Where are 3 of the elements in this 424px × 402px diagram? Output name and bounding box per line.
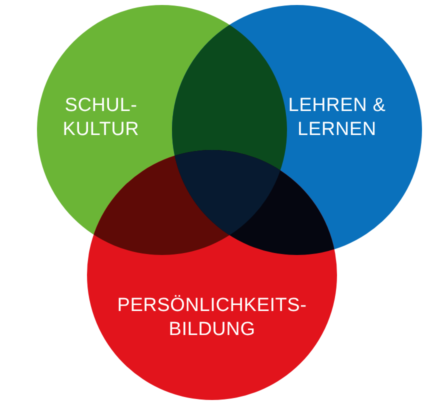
circle-label: PERSÖNLICHKEITS- BILDUNG xyxy=(116,294,308,342)
circle-label: SCHUL- KULTUR xyxy=(62,94,140,142)
circle-label: LEHREN & LERNEN xyxy=(287,94,387,142)
